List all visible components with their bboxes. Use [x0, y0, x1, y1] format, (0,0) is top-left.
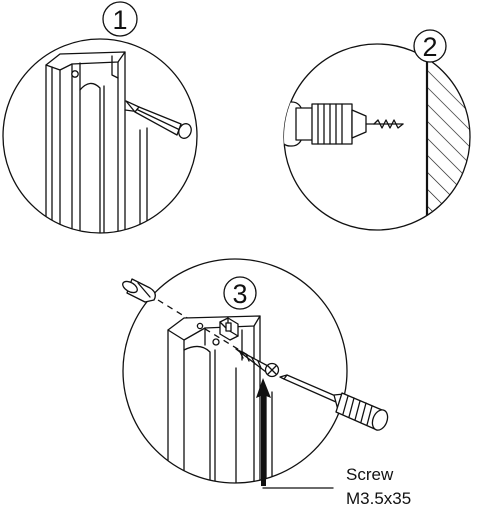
step-2-number: 2 [422, 32, 437, 62]
step-3-number: 3 [232, 279, 247, 309]
step-1-panel: 1 [2, 1, 198, 234]
step-3-circle [122, 258, 348, 484]
screwdriver-icon [279, 374, 389, 431]
step-2-panel: 2 [283, 29, 471, 231]
step-3-badge [223, 276, 257, 310]
profile-rail-3 [167, 315, 273, 483]
screw-callout-arrow [256, 378, 334, 489]
callout-label-line2: M3.5x35 [346, 489, 411, 508]
step-1-number: 1 [112, 5, 127, 35]
step-3-panel: 3 [122, 258, 389, 489]
drill-icon [284, 101, 404, 147]
screw-icon [235, 348, 280, 378]
wall-plug-icon [122, 278, 156, 303]
profile-rail-1 [45, 51, 148, 233]
pencil-icon [125, 100, 192, 139]
step-1-badge [102, 1, 138, 37]
step-2-badge [413, 29, 447, 63]
callout-label-line1: Screw [346, 465, 394, 484]
